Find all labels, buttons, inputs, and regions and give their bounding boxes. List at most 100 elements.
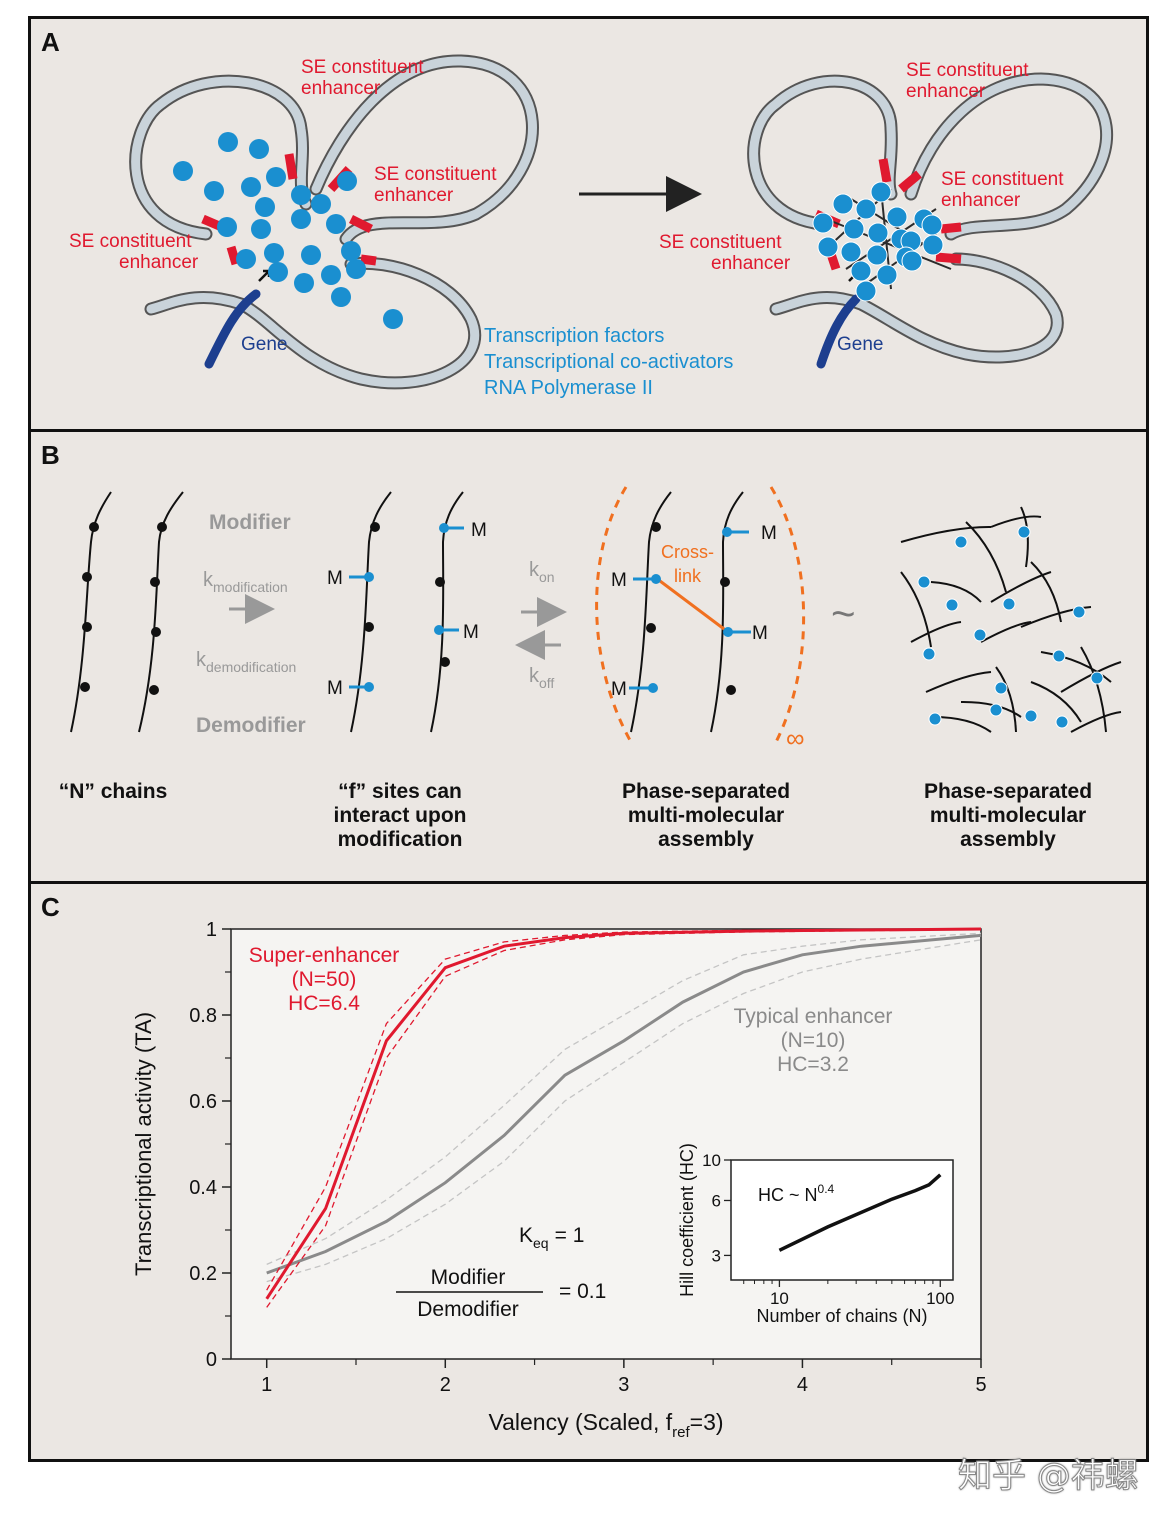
y-tick-label: 0.4 xyxy=(189,1177,217,1199)
inset-y-tick-label: 10 xyxy=(702,1151,721,1170)
network-node xyxy=(922,647,936,661)
x-tick-label: 4 xyxy=(797,1374,808,1396)
svg-text:M: M xyxy=(761,523,777,544)
network-node xyxy=(945,598,959,612)
svg-text:M: M xyxy=(611,570,627,591)
k-on: kon xyxy=(529,559,555,585)
k-mod: kmodification xyxy=(203,569,288,595)
y-tick-label: 1 xyxy=(206,919,217,941)
main-series xyxy=(265,927,982,1308)
gene-label-right: Gene xyxy=(837,334,883,355)
crosslink-label-2: link xyxy=(674,566,702,586)
inset-y-tick-label: 3 xyxy=(712,1246,721,1265)
network-strand xyxy=(990,571,1052,603)
se-label-right-top-2: enhancer xyxy=(906,81,986,102)
legend-tf: Transcription factors xyxy=(484,325,664,347)
series-line xyxy=(266,933,982,1275)
network-strand xyxy=(990,515,1042,528)
modified-chains: M M M M xyxy=(327,491,487,733)
inset-annotation: HC ~ N0.4 xyxy=(758,1182,835,1205)
inset-y-label: Hill coefficient (HC) xyxy=(677,1143,697,1297)
legend-pol2: RNA Polymerase II xyxy=(484,377,653,399)
y-tick-label: 0.2 xyxy=(189,1263,217,1285)
network-strand xyxy=(1040,651,1112,683)
se-label-right-right-2: enhancer xyxy=(941,190,1021,211)
svg-text:M: M xyxy=(611,679,627,700)
watermark: 知乎 @祎螺 xyxy=(958,1456,1140,1497)
inset-x-tick-label: 100 xyxy=(926,1289,954,1308)
se-label-left-1: SE constituent xyxy=(69,231,192,252)
y-axis-label: Transcriptional activity (TA) xyxy=(131,1012,156,1276)
caption-assembly-b-3: assembly xyxy=(960,828,1056,851)
network-strand xyxy=(980,621,1032,643)
typical-enhancer-label: Typical enhancer (N=10) HC=3.2 xyxy=(734,1005,893,1076)
series-upper-bound xyxy=(266,932,982,1265)
se-label-right-1: SE constituent xyxy=(374,164,497,185)
svg-text:(N=10): (N=10) xyxy=(781,1029,846,1052)
caption-n-chains: “N” chains xyxy=(59,780,168,803)
super-enhancer-label: Super-enhancer (N=50) HC=6.4 xyxy=(249,944,400,1015)
se-label-right-right-1: SE constituent xyxy=(941,169,1064,190)
inset-x-label: Number of chains (N) xyxy=(756,1306,927,1326)
n-chains xyxy=(70,491,184,733)
y-tick-label: 0.8 xyxy=(189,1005,217,1027)
network-node xyxy=(1024,709,1038,723)
protein-cluster-right xyxy=(812,181,952,302)
inset-x-tick-label: 10 xyxy=(770,1289,789,1308)
panel-a-diagram: SE constituent enhancer SE constituent e… xyxy=(69,54,1114,399)
network-node xyxy=(1055,715,1069,729)
panel-b: B Modifier kmodification kdemodification… xyxy=(28,429,1149,884)
network-node xyxy=(973,628,987,642)
network-node xyxy=(917,575,931,589)
svg-text:Keq= 1: Keq= 1 xyxy=(519,1224,584,1251)
se-label-right-2: enhancer xyxy=(374,185,454,206)
se-label-right-left-1: SE constituent xyxy=(659,232,782,253)
y-tick-label: 0 xyxy=(206,1349,217,1371)
panel-b-diagram: Modifier kmodification kdemodification D… xyxy=(59,486,1122,851)
caption-f-sites-1: “f” sites can xyxy=(338,780,462,803)
network-strand xyxy=(1030,681,1082,723)
caption-f-sites-2: interact upon xyxy=(333,804,466,827)
modifier-label: Modifier xyxy=(209,511,291,534)
se-label-right-top-1: SE constituent xyxy=(906,60,1029,81)
gene-label-left: Gene xyxy=(241,334,287,355)
inset-y-tick-label: 6 xyxy=(712,1191,721,1210)
svg-text:= 0.1: = 0.1 xyxy=(559,1280,606,1303)
svg-text:M: M xyxy=(471,520,487,541)
se-label-top-2: enhancer xyxy=(301,78,381,99)
y-tick-label: 0.6 xyxy=(189,1091,217,1113)
k-demod: kdemodification xyxy=(196,649,296,675)
svg-text:Super-enhancer: Super-enhancer xyxy=(249,944,400,967)
svg-text:(N=50): (N=50) xyxy=(292,968,357,991)
panel-b-label: B xyxy=(41,440,60,470)
network-strand xyxy=(910,621,962,643)
svg-text:HC=3.2: HC=3.2 xyxy=(777,1053,849,1076)
tilde-symbol: ~ xyxy=(831,590,856,637)
svg-text:M: M xyxy=(327,678,343,699)
network-node xyxy=(994,681,1008,695)
x-tick-label: 5 xyxy=(975,1374,986,1396)
caption-assembly-a-3: assembly xyxy=(658,828,754,851)
svg-text:M: M xyxy=(752,623,768,644)
demodifier-label: Demodifier xyxy=(196,714,306,737)
network-strand xyxy=(1070,711,1122,733)
network-strand xyxy=(900,525,992,543)
inset-series-line xyxy=(778,1173,942,1252)
network-strand xyxy=(1030,561,1062,623)
network-strand xyxy=(900,571,932,648)
se-label-top-1: SE constituent xyxy=(301,57,424,78)
panel-a-label: A xyxy=(41,27,60,57)
x-axis-label: Valency (Scaled, fref=3) xyxy=(488,1409,723,1441)
svg-text:M: M xyxy=(327,568,343,589)
network-strand xyxy=(995,666,1017,733)
network-node xyxy=(989,703,1003,717)
network-strand xyxy=(1080,646,1107,733)
x-tick-label: 1 xyxy=(261,1374,272,1396)
x-tick-label: 3 xyxy=(618,1374,629,1396)
network-node xyxy=(954,535,968,549)
svg-text:Demodifier: Demodifier xyxy=(417,1298,519,1321)
caption-assembly-a-1: Phase-separated xyxy=(622,780,790,803)
